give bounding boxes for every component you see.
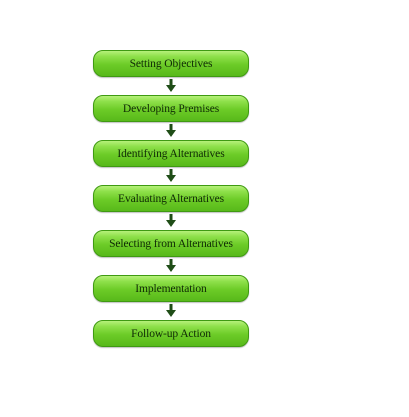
step-label: Selecting from Alternatives	[109, 237, 233, 250]
down-arrow-icon	[165, 304, 177, 318]
step-label: Implementation	[135, 282, 207, 295]
down-arrow-icon	[165, 259, 177, 273]
down-arrow-icon	[165, 79, 177, 93]
step-label: Developing Premises	[122, 102, 220, 115]
step-label: Follow-up Action	[131, 327, 211, 340]
step-follow-up-action: Follow-up Action	[93, 320, 249, 347]
step-label: Identifying Alternatives	[117, 147, 225, 160]
step-evaluating-alternatives: Evaluating Alternatives	[93, 185, 249, 212]
step-identifying-alternatives: Identifying Alternatives	[93, 140, 249, 167]
down-arrow-icon	[165, 124, 177, 138]
step-developing-premises: Developing Premises	[93, 95, 249, 122]
step-label: Setting Objectives	[129, 57, 213, 70]
step-implementation: Implementation	[93, 275, 249, 302]
step-setting-objectives: Setting Objectives	[93, 50, 249, 77]
down-arrow-icon	[165, 169, 177, 183]
down-arrow-icon	[165, 214, 177, 228]
step-selecting-from-alternatives: Selecting from Alternatives	[93, 230, 249, 257]
step-label: Evaluating Alternatives	[118, 192, 224, 205]
